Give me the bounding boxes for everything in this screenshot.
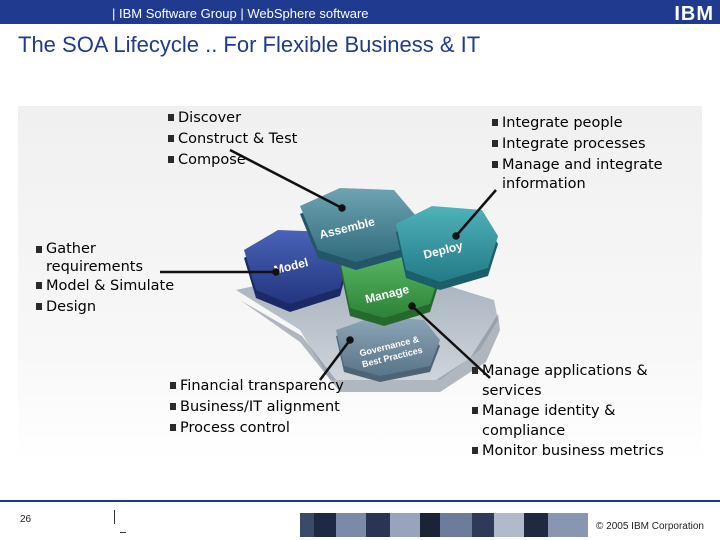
footer-image-strip bbox=[300, 513, 588, 537]
bullet-marker bbox=[492, 161, 498, 168]
manage-bullet: Manage applications & bbox=[472, 361, 664, 381]
copyright-text: © 2005 IBM Corporation bbox=[596, 521, 704, 532]
deploy-bullet: Integrate processes bbox=[492, 134, 663, 155]
manage-connector bbox=[411, 305, 491, 379]
bullet-marker bbox=[36, 246, 42, 253]
bullet-marker bbox=[168, 114, 174, 121]
governance-connector bbox=[319, 339, 351, 381]
manage-bullet: Manage identity & bbox=[472, 401, 664, 421]
model-bullet-list: Gather requirements Model & Simulate Des… bbox=[36, 240, 174, 318]
bullet-marker bbox=[36, 303, 42, 310]
model-bullet: Design bbox=[36, 297, 174, 318]
deploy-bullet-continuation: information bbox=[502, 176, 586, 192]
governance-bullet: Business/IT alignment bbox=[170, 397, 344, 418]
model-bullet: Model & Simulate bbox=[36, 276, 174, 297]
footer-tick bbox=[120, 532, 126, 533]
assemble-connector bbox=[229, 148, 343, 210]
bullet-marker bbox=[170, 424, 176, 431]
model-bullet-continuation: requirements bbox=[46, 259, 144, 275]
deploy-bullet: Manage and integrate bbox=[492, 155, 663, 176]
bullet-marker bbox=[36, 282, 42, 289]
bullet-marker bbox=[492, 140, 498, 147]
deploy-connector bbox=[455, 189, 497, 237]
assemble-bullet: Compose bbox=[168, 150, 297, 171]
manage-bullet-continuation: compliance bbox=[482, 423, 566, 439]
ibm-logo: IBM bbox=[674, 3, 714, 25]
connector-lines bbox=[160, 148, 497, 381]
bullet-marker bbox=[492, 119, 498, 126]
deploy-hexagon: Deploy bbox=[396, 206, 498, 290]
header-text: | IBM Software Group | WebSphere softwar… bbox=[112, 6, 369, 21]
header-bar: | IBM Software Group | WebSphere softwar… bbox=[0, 0, 720, 25]
assemble-bullet: Discover bbox=[168, 108, 297, 129]
assemble-hexagon: Assemble bbox=[300, 188, 416, 270]
bullet-marker bbox=[472, 367, 478, 374]
page-title: The SOA Lifecycle .. For Flexible Busine… bbox=[18, 32, 481, 57]
governance-bullet: Financial transparency bbox=[170, 376, 344, 397]
bullet-marker bbox=[472, 447, 478, 454]
governance-bullet-list: Financial transparency Business/IT align… bbox=[170, 376, 344, 439]
page-number: 26 bbox=[20, 514, 32, 525]
manage-bullet-list: Manage applications & services Manage id… bbox=[472, 361, 664, 461]
manage-bullet-continuation: services bbox=[482, 383, 542, 399]
deploy-bullet-list: Integrate people Integrate processes Man… bbox=[492, 113, 663, 192]
assemble-bullet-list: Discover Construct & Test Compose bbox=[168, 108, 297, 171]
footer-divider bbox=[114, 510, 115, 524]
manage-bullet: Monitor business metrics bbox=[472, 441, 664, 461]
bullet-marker bbox=[168, 135, 174, 142]
governance-hexagon: Governance & Best Practices bbox=[336, 316, 440, 382]
footer-rule bbox=[0, 500, 720, 502]
bullet-marker bbox=[170, 382, 176, 389]
bullet-marker bbox=[472, 407, 478, 414]
bullet-marker bbox=[170, 403, 176, 410]
assemble-bullet: Construct & Test bbox=[168, 129, 297, 150]
bullet-marker bbox=[168, 156, 174, 163]
deploy-bullet: Integrate people bbox=[492, 113, 663, 134]
governance-bullet: Process control bbox=[170, 418, 344, 439]
model-bullet: Gather bbox=[36, 240, 174, 258]
